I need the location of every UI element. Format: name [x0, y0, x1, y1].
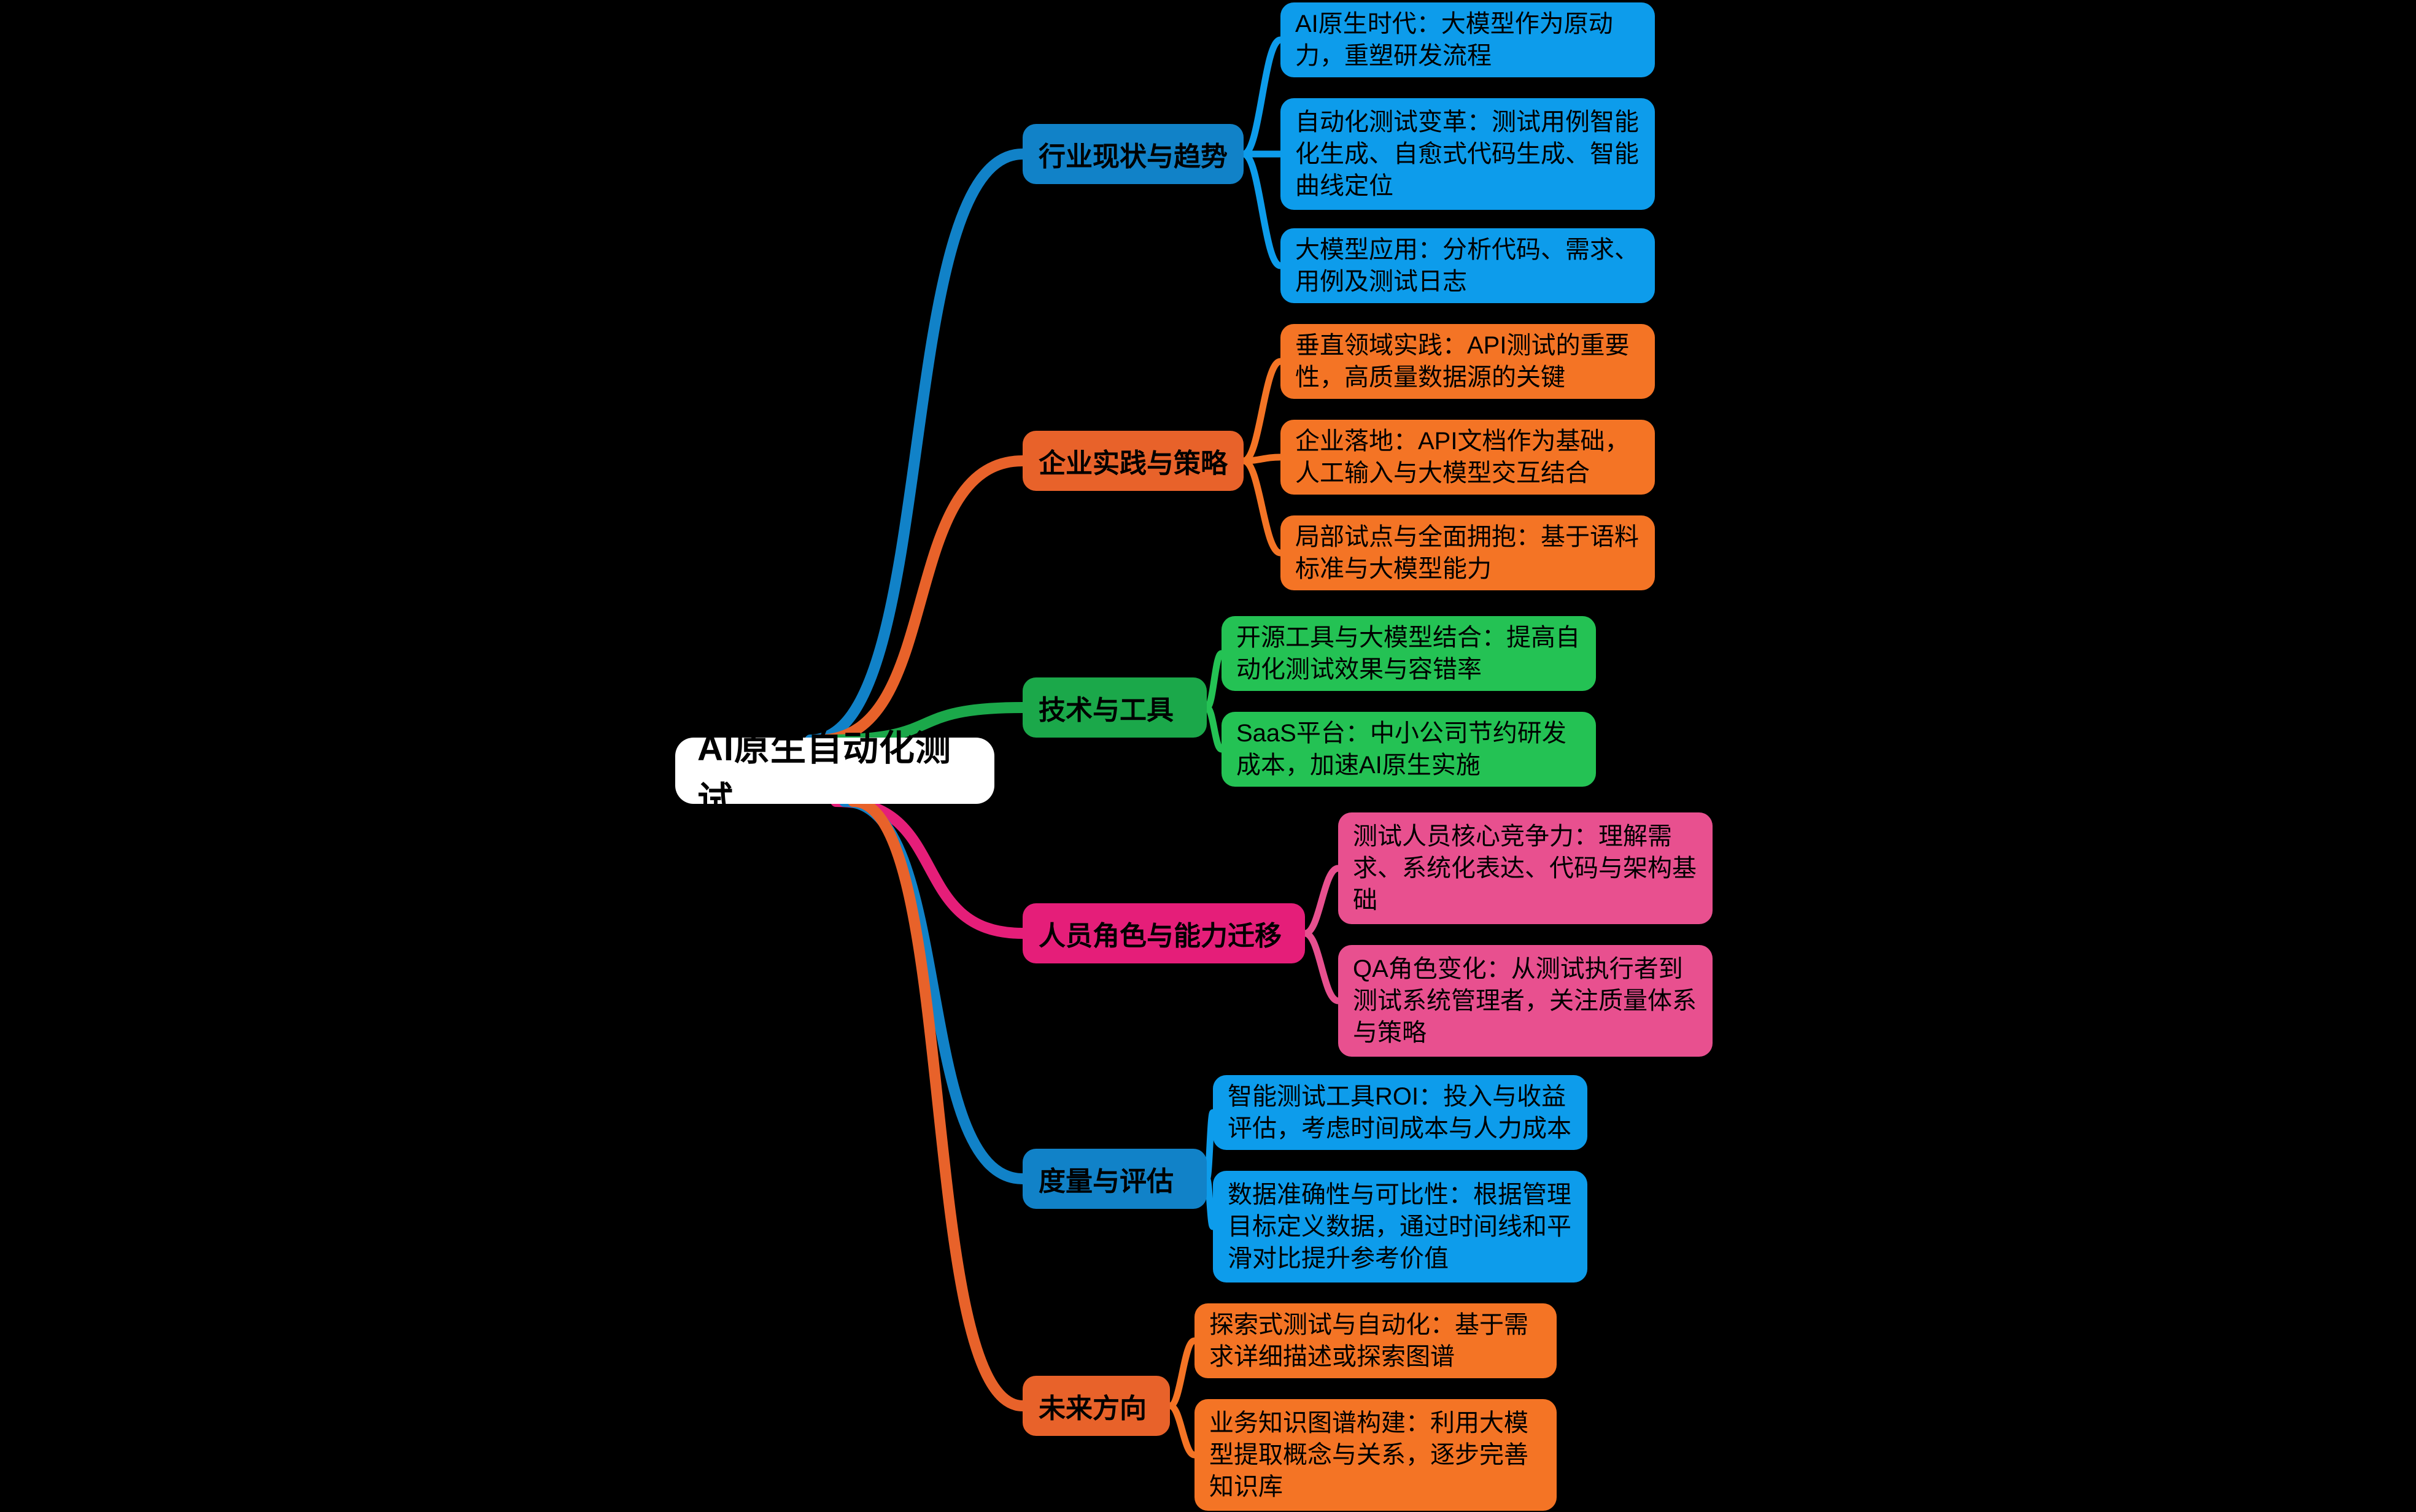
connector-path [1240, 358, 1284, 465]
connector-path [805, 148, 1028, 746]
connector-path [1240, 36, 1284, 158]
branch-node-0-label: 行业现状与趋势 [1039, 142, 1228, 172]
connector-path [1240, 453, 1284, 465]
leaf-node-0-0-label: AI原生时代：大模型作为原动力，重塑研发流程 [1295, 10, 1613, 69]
leaf-node-1-0-label: 垂直领域实践：API测试的重要性，高质量数据源的关键 [1295, 332, 1630, 391]
leaf-node-0-2-label: 大模型应用：分析代码、需求、用例及测试日志 [1295, 236, 1639, 295]
leaf-node-5-0-label: 探索式测试与自动化：基于需求详细描述或探索图谱 [1209, 1311, 1528, 1370]
connector-path [1203, 1109, 1217, 1182]
connector-path [813, 455, 1028, 746]
leaf-node-2-1[interactable]: SaaS平台：中小公司节约研发成本，加速AI原生实施 [1222, 712, 1596, 787]
branch-node-1-label: 企业实践与策略 [1039, 449, 1228, 479]
connector-path [1240, 150, 1284, 269]
leaf-node-3-1[interactable]: QA角色变化：从测试执行者到测试系统管理者，关注质量体系与策略 [1338, 945, 1713, 1057]
root-node-label: AI原生自动化测试 [697, 728, 952, 820]
leaf-node-2-0[interactable]: 开源工具与大模型结合：提高自动化测试效果与容错率 [1222, 616, 1596, 691]
connector-path [1203, 704, 1225, 753]
leaf-node-5-1-label: 业务知识图谱构建：利用大模型提取概念与关系，逐步完善知识库 [1209, 1410, 1528, 1500]
leaf-node-1-1[interactable]: 企业落地：API文档作为基础，人工输入与大模型交互结合 [1280, 420, 1655, 495]
branch-node-5-label: 未来方向 [1039, 1394, 1147, 1424]
connector-path [1301, 865, 1342, 937]
connector-path [1203, 1175, 1217, 1230]
connector-path [839, 796, 1028, 1184]
branch-node-4[interactable]: 度量与评估 [1023, 1149, 1207, 1209]
connector-path [1166, 1337, 1198, 1410]
branch-node-0[interactable]: 行业现状与趋势 [1023, 124, 1244, 184]
leaf-node-3-0-label: 测试人员核心竞争力：理解需求、系统化表达、代码与架构基础 [1353, 823, 1697, 914]
leaf-node-3-1-label: QA角色变化：从测试执行者到测试系统管理者，关注质量体系与策略 [1353, 955, 1697, 1046]
leaf-node-1-2-label: 局部试点与全面拥抱：基于语料标准与大模型能力 [1295, 523, 1639, 582]
leaf-node-5-1[interactable]: 业务知识图谱构建：利用大模型提取概念与关系，逐步完善知识库 [1194, 1399, 1557, 1511]
branch-node-4-label: 度量与评估 [1039, 1167, 1174, 1197]
branch-node-2-label: 技术与工具 [1039, 695, 1174, 725]
connector-path [848, 796, 1028, 1411]
leaf-node-2-1-label: SaaS平台：中小公司节约研发成本，加速AI原生实施 [1236, 720, 1566, 779]
leaf-node-0-1[interactable]: 自动化测试变革：测试用例智能化生成、自愈式代码生成、智能曲线定位 [1280, 98, 1655, 210]
leaf-node-4-0[interactable]: 智能测试工具ROI：投入与收益评估，考虑时间成本与人力成本 [1213, 1075, 1587, 1150]
leaf-node-5-0[interactable]: 探索式测试与自动化：基于需求详细描述或探索图谱 [1194, 1303, 1557, 1378]
branch-node-1[interactable]: 企业实践与策略 [1023, 431, 1244, 491]
connector-path [1203, 650, 1225, 711]
root-node[interactable]: AI原生自动化测试 [675, 728, 994, 820]
leaf-node-4-0-label: 智能测试工具ROI：投入与收益评估，考虑时间成本与人力成本 [1228, 1083, 1571, 1142]
leaf-node-3-0[interactable]: 测试人员核心竞争力：理解需求、系统化表达、代码与架构基础 [1338, 812, 1713, 924]
branch-node-5[interactable]: 未来方向 [1023, 1376, 1170, 1436]
connector-path [1301, 930, 1342, 1005]
leaf-node-1-0[interactable]: 垂直领域实践：API测试的重要性，高质量数据源的关键 [1280, 324, 1655, 399]
leaf-node-4-1-label: 数据准确性与可比性：根据管理目标定义数据，通过时间线和平滑对比提升参考价值 [1228, 1181, 1571, 1272]
branch-node-3[interactable]: 人员角色与能力迁移 [1023, 903, 1305, 963]
leaf-node-1-1-label: 企业落地：API文档作为基础，人工输入与大模型交互结合 [1295, 428, 1630, 487]
leaf-node-0-1-label: 自动化测试变革：测试用例智能化生成、自愈式代码生成、智能曲线定位 [1295, 109, 1639, 199]
leaf-node-0-2[interactable]: 大模型应用：分析代码、需求、用例及测试日志 [1280, 228, 1655, 303]
connector-path [1166, 1402, 1198, 1459]
leaf-node-1-2[interactable]: 局部试点与全面拥抱：基于语料标准与大模型能力 [1280, 515, 1655, 590]
branch-node-2[interactable]: 技术与工具 [1023, 677, 1207, 738]
leaf-node-0-0[interactable]: AI原生时代：大模型作为原动力，重塑研发流程 [1280, 2, 1655, 77]
connector-path [1240, 457, 1284, 557]
leaf-node-2-0-label: 开源工具与大模型结合：提高自动化测试效果与容错率 [1236, 624, 1580, 683]
branch-node-3-label: 人员角色与能力迁移 [1039, 921, 1282, 951]
leaf-node-4-1[interactable]: 数据准确性与可比性：根据管理目标定义数据，通过时间线和平滑对比提升参考价值 [1213, 1171, 1587, 1282]
